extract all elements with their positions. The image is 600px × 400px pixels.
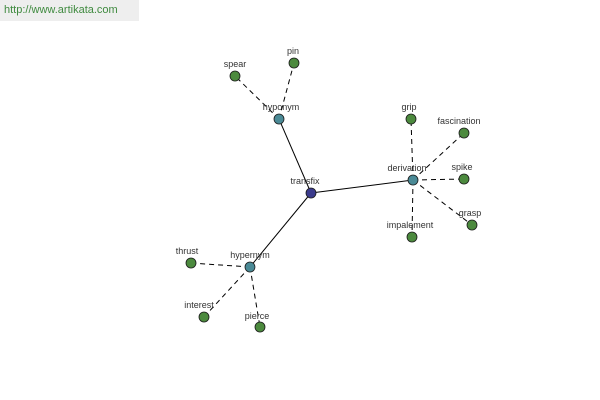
- node-hypernym[interactable]: hypernym: [230, 250, 270, 273]
- node-hyponym[interactable]: hyponym: [263, 102, 300, 125]
- node-circle-hyponym[interactable]: [273, 113, 285, 125]
- edge-hypernym-pierce: [249, 266, 261, 328]
- node-label-hypernym: hypernym: [230, 250, 270, 260]
- edge-derivation-grasp: [412, 179, 473, 226]
- node-label-fascination: fascination: [437, 116, 480, 126]
- node-label-pin: pin: [287, 46, 299, 56]
- node-circle-grasp[interactable]: [466, 219, 478, 231]
- node-circle-pierce[interactable]: [254, 321, 266, 333]
- node-circle-spear[interactable]: [229, 70, 241, 82]
- node-label-grip: grip: [401, 102, 416, 112]
- node-pin[interactable]: pin: [287, 46, 300, 69]
- node-circle-interest[interactable]: [198, 311, 210, 323]
- node-interest[interactable]: interest: [184, 300, 214, 323]
- node-label-interest: interest: [184, 300, 214, 310]
- node-grasp[interactable]: grasp: [459, 208, 482, 231]
- edge-derivation-spike: [412, 178, 465, 181]
- edge-hypernym-thrust: [190, 262, 251, 268]
- edges-layer: [190, 62, 473, 328]
- edge-transfix-derivation: [310, 179, 414, 194]
- node-label-impalement: impalement: [387, 220, 434, 230]
- edge-hyponym-spear: [234, 75, 280, 120]
- node-thrust[interactable]: thrust: [176, 246, 199, 269]
- edge-transfix-hyponym: [278, 118, 312, 194]
- node-circle-pin[interactable]: [288, 57, 300, 69]
- edge-hypernym-interest: [203, 266, 251, 318]
- edge-hyponym-pin: [278, 62, 295, 120]
- node-circle-impalement[interactable]: [406, 231, 418, 243]
- node-label-hyponym: hyponym: [263, 102, 300, 112]
- edge-transfix-hypernym: [249, 192, 312, 268]
- node-circle-grip[interactable]: [405, 113, 417, 125]
- node-circle-fascination[interactable]: [458, 127, 470, 139]
- edge-derivation-grip: [410, 118, 414, 181]
- node-label-transfix: transfix: [290, 176, 320, 186]
- node-circle-thrust[interactable]: [185, 257, 197, 269]
- node-spear[interactable]: spear: [224, 59, 247, 82]
- node-label-thrust: thrust: [176, 246, 199, 256]
- node-circle-hypernym[interactable]: [244, 261, 256, 273]
- node-pierce[interactable]: pierce: [245, 311, 270, 333]
- node-grip[interactable]: grip: [401, 102, 417, 125]
- node-label-pierce: pierce: [245, 311, 270, 321]
- watermark-url[interactable]: http://www.artikata.com: [0, 0, 139, 21]
- nodes-layer: transfix hyponym derivation hypernym spear pi…: [176, 46, 482, 333]
- node-impalement[interactable]: impalement: [387, 220, 434, 243]
- node-spike[interactable]: spike: [451, 162, 473, 185]
- node-label-derivation: derivation: [387, 163, 426, 173]
- node-circle-transfix[interactable]: [305, 187, 317, 199]
- node-fascination[interactable]: fascination: [437, 116, 481, 139]
- node-label-spike: spike: [451, 162, 472, 172]
- node-label-grasp: grasp: [459, 208, 482, 218]
- node-circle-spike[interactable]: [458, 173, 470, 185]
- edge-derivation-fascination: [412, 132, 465, 181]
- node-label-spear: spear: [224, 59, 247, 69]
- edge-derivation-impalement: [411, 179, 414, 238]
- node-circle-derivation[interactable]: [407, 174, 419, 186]
- node-transfix[interactable]: transfix: [290, 176, 320, 199]
- node-derivation[interactable]: derivation: [387, 163, 427, 186]
